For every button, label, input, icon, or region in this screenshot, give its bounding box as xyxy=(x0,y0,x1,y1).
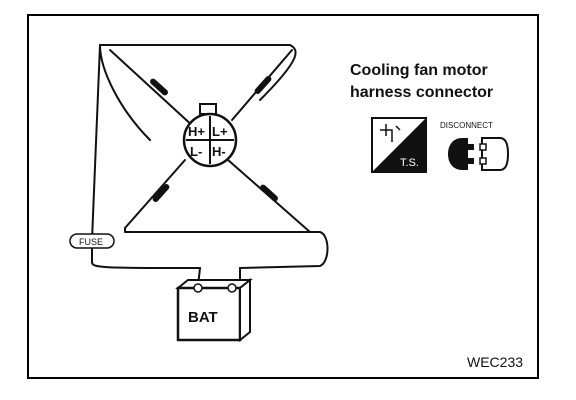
wire-lower-left xyxy=(124,227,329,269)
connector-plug-right-slot1 xyxy=(479,143,487,151)
battery-body xyxy=(176,286,242,342)
connector-plug-left xyxy=(448,138,468,170)
wire-left-vertical xyxy=(91,44,201,269)
fuse-symbol: FUSE xyxy=(69,233,115,249)
connector-tab xyxy=(199,103,217,115)
battery-label: BAT xyxy=(188,309,218,326)
connector-plug-left-pin2 xyxy=(468,158,474,164)
reference-code: WEC233 xyxy=(467,354,524,370)
fuse-label: FUSE xyxy=(79,237,103,247)
wire-diagonal-h-plus xyxy=(109,49,196,129)
ts-icon-fill xyxy=(372,118,426,172)
probe-lead-3 xyxy=(152,184,170,202)
title-line-2: harness connector xyxy=(350,84,494,101)
connector-plug-right xyxy=(481,137,510,171)
terminal-h-minus: H- xyxy=(212,144,226,159)
probe-lead-2 xyxy=(254,76,272,94)
disconnect-label: DISCONNECT xyxy=(440,121,493,130)
terminal-h-plus: H+ xyxy=(188,124,205,139)
battery: BAT xyxy=(175,277,253,343)
probe-lead-1 xyxy=(150,78,168,96)
terminal-l-minus: L- xyxy=(190,144,202,159)
fuse-box xyxy=(69,233,115,249)
battery-side xyxy=(239,277,251,343)
battery-terminal-neg xyxy=(193,283,203,293)
battery-terminal-pos xyxy=(227,283,237,293)
ts-icon-symbol xyxy=(380,124,401,142)
connector-plug-right-slot2 xyxy=(479,157,487,165)
connector-plug-left-pin1 xyxy=(468,144,474,150)
ts-icon: T.S. xyxy=(371,117,427,173)
probe-leads xyxy=(150,76,278,202)
disconnect-icon: DISCONNECT xyxy=(440,121,510,171)
wire-diagonal-l-minus xyxy=(124,159,186,229)
terminal-l-plus: L+ xyxy=(212,124,228,139)
ts-label: T.S. xyxy=(400,157,419,169)
title-line-1: Cooling fan motor xyxy=(350,62,488,79)
harness-connector: H+ L+ L- H- xyxy=(182,103,238,168)
diagram-frame xyxy=(27,14,539,379)
probe-lead-4 xyxy=(260,184,278,202)
